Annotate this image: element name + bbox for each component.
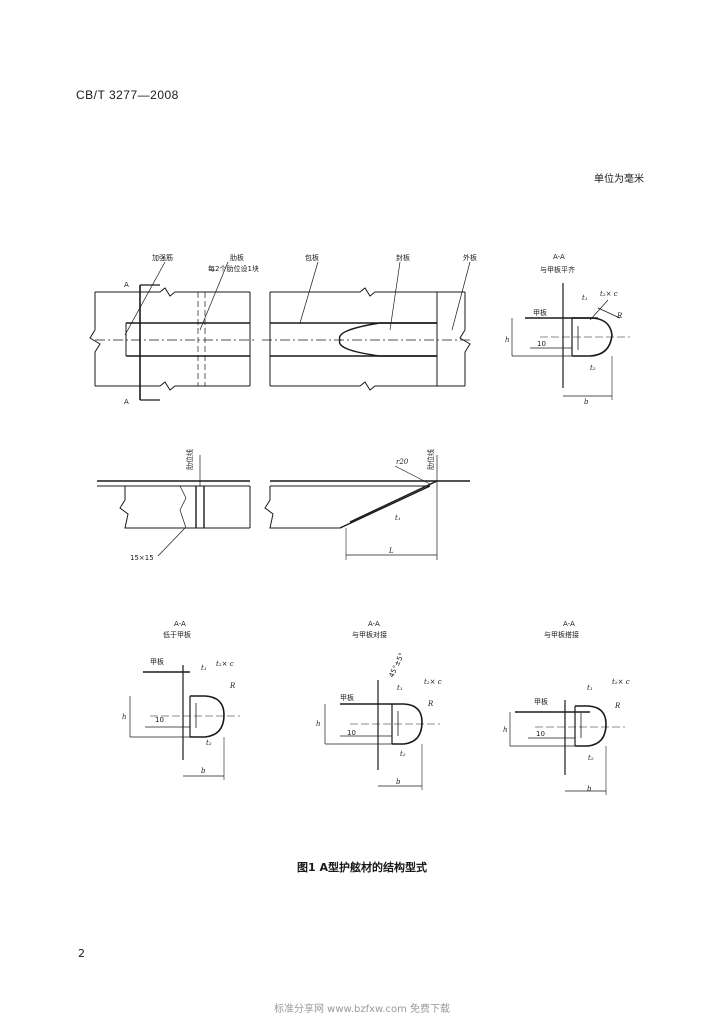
section-flush [511, 283, 630, 400]
section-below-t2: t₂ [206, 739, 212, 747]
section-below-subtitle: 低于甲板 [163, 630, 191, 639]
section-butt-dim10: 10 [347, 729, 356, 737]
section-below-dim10: 10 [155, 716, 164, 724]
section-butt [324, 680, 440, 790]
section-flush-t1: t₁ [582, 294, 588, 302]
label-radius: r20 [396, 458, 409, 466]
section-butt-h: h [316, 720, 321, 728]
section-flush-t2c: t₂× c [600, 290, 618, 298]
footer-watermark: 标准分享网 www.bzfxw.com 免费下载 [274, 1004, 450, 1015]
section-lap [509, 700, 625, 795]
standard-code: CB/T 3277—2008 [76, 88, 179, 102]
label-fillet: 15×15 [130, 554, 154, 562]
plan-view [89, 261, 471, 401]
section-lap-b: b [587, 785, 592, 793]
section-flush-R: R [616, 312, 623, 320]
section-butt-title: A-A [368, 620, 380, 628]
section-flush-b: b [584, 398, 589, 406]
section-lap-t2c: t₂× c [612, 678, 630, 686]
section-lap-title: A-A [563, 620, 575, 628]
label-thickness: t₁ [395, 514, 401, 522]
section-below-t1: t₁ [201, 664, 207, 672]
section-butt-subtitle: 与甲板对接 [352, 630, 387, 639]
side-view [97, 455, 470, 560]
section-butt-t1: t₁ [397, 684, 403, 692]
section-flush-t2: t₂ [590, 364, 596, 372]
label-length: L [388, 547, 394, 555]
label-section-a-top: A [124, 281, 129, 289]
section-below-b: b [201, 767, 206, 775]
section-flush-deck: 甲板 [533, 308, 547, 317]
page-number: 2 [78, 947, 85, 960]
section-butt-R: R [427, 700, 434, 708]
figure-caption: 图1 A型护舷材的结构型式 [297, 861, 427, 874]
label-outer-plate: 外板 [463, 253, 477, 262]
label-stiffener: 加强筋 [152, 253, 173, 262]
label-section-a-bottom: A [124, 398, 129, 406]
section-lap-h: h [503, 726, 508, 734]
section-butt-b: b [396, 778, 401, 786]
section-below-deck: 甲板 [150, 657, 164, 666]
section-below-title: A-A [174, 620, 186, 628]
section-below [129, 665, 240, 780]
label-rib-line-2: 肋位线 [426, 449, 435, 470]
label-rib-note: 每2个肋位设1块 [208, 264, 259, 273]
label-seal-plate: 封板 [396, 253, 410, 262]
unit-note: 单位为毫米 [594, 174, 644, 185]
section-lap-deck: 甲板 [534, 697, 548, 706]
section-flush-dim10: 10 [537, 340, 546, 348]
section-lap-t1: t₁ [587, 684, 593, 692]
section-butt-deck: 甲板 [340, 693, 354, 702]
section-lap-t2: t₂ [588, 754, 594, 762]
section-lap-R: R [614, 702, 621, 710]
section-lap-dim10: 10 [536, 730, 545, 738]
section-lap-subtitle: 与甲板搭接 [544, 630, 579, 639]
section-butt-angle: 45°±5° [388, 652, 406, 679]
label-rib-line-1: 肋位线 [185, 449, 194, 470]
label-wrap-plate: 包板 [305, 253, 319, 262]
label-rib-plate: 肋板 [230, 253, 244, 262]
section-below-t2c: t₂× c [216, 660, 234, 668]
section-flush-title: A-A [553, 253, 565, 261]
section-flush-subtitle: 与甲板平齐 [540, 265, 575, 274]
section-below-h: h [122, 713, 127, 721]
section-butt-t2: t₂ [400, 750, 406, 758]
section-below-R: R [229, 682, 236, 690]
section-butt-t2c: t₂× c [424, 678, 442, 686]
section-flush-h: h [505, 336, 510, 344]
